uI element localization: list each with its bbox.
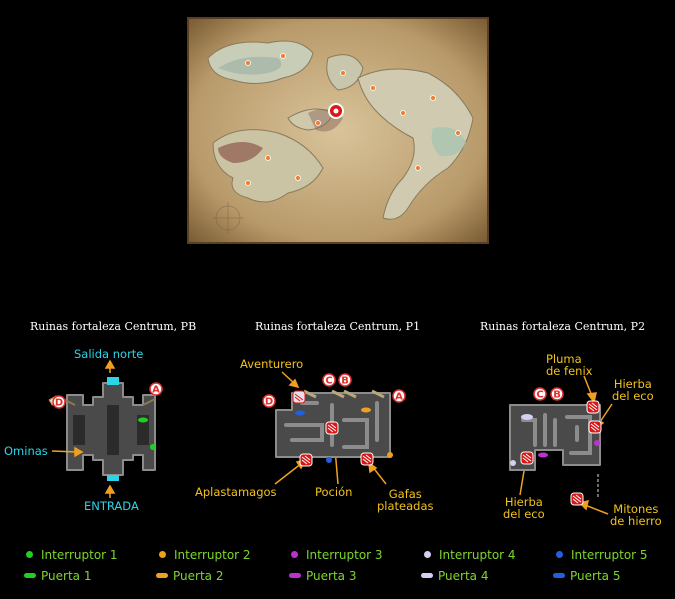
svg-text:A: A — [395, 392, 403, 403]
badge-b-p2: B — [550, 387, 564, 401]
label-mitones-de-hierro: Mitones de hierro — [610, 502, 662, 528]
label-hierba-del-eco-2: Hierba del eco — [503, 495, 545, 521]
door-3-icon — [289, 573, 301, 578]
floor-title-p2: Ruinas fortaleza Centrum, P2 — [480, 320, 646, 333]
treasure-chest-icon — [520, 451, 534, 465]
legend-interruptor-2: Interruptor 2 — [174, 548, 251, 562]
legend-interruptor-4: Interruptor 4 — [439, 548, 516, 562]
label-hierba-del-eco-1: Hierba del eco — [612, 377, 654, 403]
switch-1-icon — [26, 551, 33, 558]
label-aplastamagos: Aplastamagos — [195, 485, 277, 499]
treasure-chest-icon — [360, 452, 374, 466]
door-5-icon — [553, 573, 565, 578]
legend-interruptor-5: Interruptor 5 — [571, 548, 648, 562]
door-2-icon — [156, 573, 168, 578]
svg-text:A: A — [152, 385, 160, 396]
treasure-chest-icon — [325, 421, 339, 435]
label-pocion: Poción — [315, 485, 353, 499]
label-ominas: Ominas — [4, 444, 48, 458]
badge-b-p1: B — [338, 373, 352, 387]
floor-title-p1: Ruinas fortaleza Centrum, P1 — [255, 320, 421, 333]
legend-puerta-1: Puerta 1 — [41, 569, 92, 583]
svg-text:D: D — [265, 397, 273, 408]
svg-text:D: D — [55, 398, 63, 409]
switch-2-icon — [159, 551, 166, 558]
badge-a-pb: A — [149, 382, 163, 396]
svg-text:B: B — [553, 390, 561, 401]
door-4-icon — [421, 573, 433, 578]
treasure-chest-icon — [299, 453, 313, 467]
legend-interruptor-1: Interruptor 1 — [41, 548, 118, 562]
badge-c-p1: C — [322, 373, 336, 387]
treasure-chest-icon — [586, 400, 600, 414]
legend-puerta-5: Puerta 5 — [570, 569, 621, 583]
legend-puerta-3: Puerta 3 — [306, 569, 357, 583]
badge-a-p1: A — [392, 389, 406, 403]
label-salida-norte: Salida norte — [74, 347, 144, 361]
switch-3-icon — [291, 551, 298, 558]
svg-text:C: C — [536, 390, 543, 401]
door-1-icon — [24, 573, 36, 578]
treasure-chest-icon — [570, 492, 584, 506]
svg-text:C: C — [325, 376, 332, 387]
switch-4-icon — [424, 551, 431, 558]
badge-d-p1: D — [262, 394, 276, 408]
legend-interruptor-3: Interruptor 3 — [306, 548, 383, 562]
location-marker-icon — [328, 103, 344, 119]
badge-d-pb: D — [52, 395, 66, 409]
legend-puerta-2: Puerta 2 — [173, 569, 224, 583]
label-aventurero: Aventurero — [240, 357, 304, 371]
badge-c-p2: C — [533, 387, 547, 401]
switch-5-icon — [556, 551, 563, 558]
world-map — [187, 17, 489, 244]
treasure-chest-icon — [292, 390, 306, 404]
legend-puerta-4: Puerta 4 — [438, 569, 489, 583]
label-pluma-de-fenix: Pluma de fenix — [546, 352, 593, 378]
treasure-chest-icon — [588, 420, 602, 434]
svg-text:B: B — [341, 376, 349, 387]
label-gafas-plateadas: Gafas plateadas — [377, 487, 434, 513]
label-entrada: ENTRADA — [84, 499, 139, 513]
floor-title-pb: Ruinas fortaleza Centrum, PB — [30, 320, 197, 333]
